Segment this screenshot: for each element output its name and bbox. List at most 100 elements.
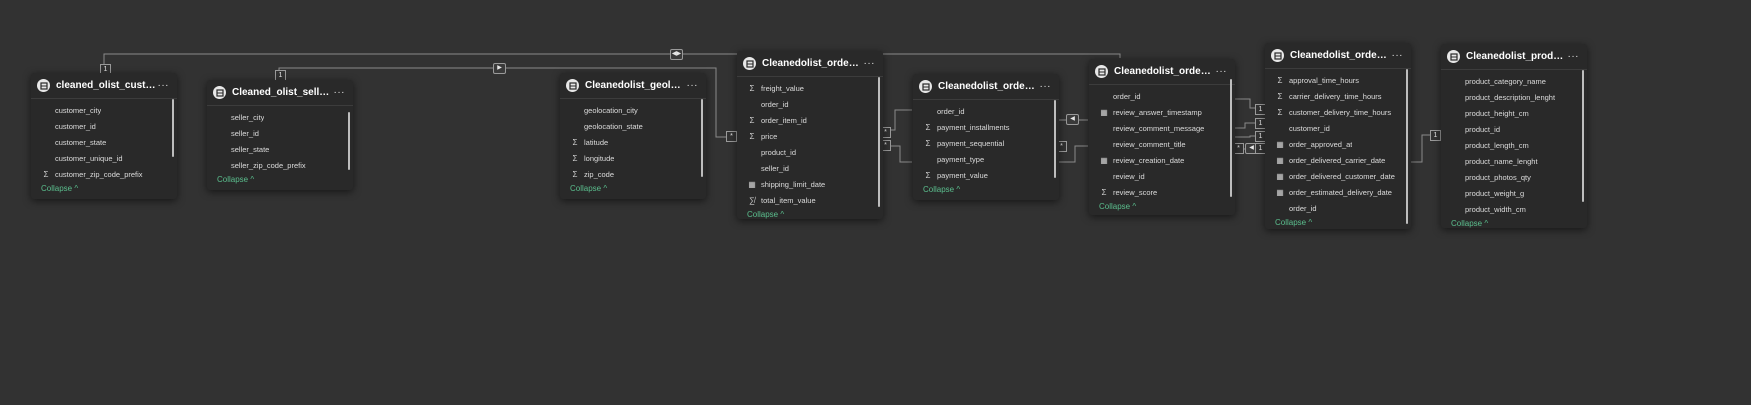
sum-icon: Σ	[749, 83, 755, 93]
field-row[interactable]: ·product_name_lenght	[1441, 153, 1587, 169]
field-row[interactable]: ·seller_zip_code_prefix	[207, 157, 353, 173]
bidirectional-filter-icon[interactable]: ◀▶	[670, 49, 683, 60]
scrollbar[interactable]	[1406, 69, 1408, 224]
field-row[interactable]: ·customer_id	[1265, 120, 1411, 136]
field-row[interactable]: ·seller_id	[207, 125, 353, 141]
table-card-order-reviews[interactable]: Cleanedolist_order_revi...····order_id▦r…	[1089, 59, 1235, 215]
more-options-button[interactable]: ···	[333, 87, 345, 98]
table-card-sellers[interactable]: Cleaned_olist_sellers_da...··· ·seller_ci…	[207, 80, 353, 190]
field-row[interactable]: ·payment_type	[913, 151, 1059, 167]
field-row[interactable]: ·seller_city	[207, 109, 353, 125]
table-header[interactable]: cleaned_olist_customer...···	[31, 73, 177, 99]
filter-direction-icon[interactable]: ▶	[493, 63, 506, 74]
more-options-button[interactable]: ···	[1567, 51, 1579, 62]
field-row[interactable]: ▦order_estimated_delivery_date	[1265, 184, 1411, 200]
scrollbar[interactable]	[1582, 70, 1584, 202]
collapse-button[interactable]: Collapse ^	[570, 184, 608, 193]
field-row[interactable]: ·customer_city	[31, 102, 177, 118]
field-row[interactable]: ▦review_answer_timestamp	[1089, 104, 1235, 120]
table-header[interactable]: Cleanedolist_order_pay...···	[913, 74, 1059, 100]
table-card-order-items[interactable]: Cleanedolist_order_item...···Σfreight_va…	[737, 51, 883, 219]
field-row[interactable]: ▦review_creation_date	[1089, 152, 1235, 168]
field-row[interactable]: ·customer_state	[31, 134, 177, 150]
field-row[interactable]: ·product_photos_qty	[1441, 169, 1587, 185]
more-options-button[interactable]: ···	[1391, 50, 1403, 61]
collapse-button[interactable]: Collapse ^	[41, 184, 79, 193]
field-row[interactable]: ·product_weight_g	[1441, 185, 1587, 201]
scrollbar[interactable]	[878, 77, 880, 207]
table-header[interactable]: Cleanedolist_order_revi...···	[1089, 59, 1235, 85]
table-card-geolocation[interactable]: Cleanedolist_geolocatio...··· ·geolocatio…	[560, 73, 706, 199]
scrollbar[interactable]	[348, 112, 350, 170]
table-header[interactable]: Cleaned_olist_sellers_da...···	[207, 80, 353, 106]
field-row[interactable]: ·product_description_lenght	[1441, 89, 1587, 105]
table-header[interactable]: Cleanedolist_orders_dat...···	[1265, 43, 1411, 69]
collapse-button[interactable]: Collapse ^	[747, 210, 785, 219]
field-row[interactable]: ▦order_delivered_customer_date	[1265, 168, 1411, 184]
field-row[interactable]: ▦order_approved_at	[1265, 136, 1411, 152]
scrollbar[interactable]	[172, 99, 174, 157]
collapse-button[interactable]: Collapse ^	[923, 185, 961, 194]
field-row[interactable]: ·product_id	[737, 144, 883, 160]
field-row[interactable]: ·order_id	[913, 103, 1059, 119]
scrollbar[interactable]	[1054, 100, 1056, 178]
field-row[interactable]: ·product_category_name	[1441, 73, 1587, 89]
field-row[interactable]: ·seller_state	[207, 141, 353, 157]
more-options-button[interactable]: ···	[157, 80, 169, 91]
field-row[interactable]: ·product_width_cm	[1441, 201, 1587, 217]
collapse-button[interactable]: Collapse ^	[217, 175, 255, 184]
table-card-customers[interactable]: cleaned_olist_customer...··· ·customer_ci…	[31, 73, 177, 199]
field-row[interactable]: ·geolocation_state	[560, 118, 706, 134]
field-row[interactable]: ·seller_id	[737, 160, 883, 176]
table-card-orders[interactable]: Cleanedolist_orders_dat...··· Σapproval_t…	[1265, 43, 1411, 229]
more-options-button[interactable]: ···	[1215, 66, 1227, 77]
table-header[interactable]: Cleanedolist_order_item...···	[737, 51, 883, 77]
field-row[interactable]: ·customer_id	[31, 118, 177, 134]
field-name: payment_installments	[937, 122, 1010, 132]
field-row[interactable]: ·review_id	[1089, 168, 1235, 184]
field-row[interactable]: ∑̸total_item_value	[737, 192, 883, 208]
sum-icon: Σ	[749, 115, 755, 125]
more-options-button[interactable]: ···	[1039, 81, 1051, 92]
field-row[interactable]: ·review_comment_message	[1089, 120, 1235, 136]
field-row[interactable]: ·order_id	[1265, 200, 1411, 216]
table-header[interactable]: Cleanedolist_geolocatio...···	[560, 73, 706, 99]
table-title: Cleanedolist_orders_dat...	[1290, 50, 1390, 61]
scrollbar[interactable]	[1230, 79, 1232, 197]
field-row[interactable]: ·order_id	[1089, 88, 1235, 104]
more-options-button[interactable]: ···	[686, 80, 698, 91]
field-row[interactable]: ▦shipping_limit_date	[737, 176, 883, 192]
field-row[interactable]: ·product_id	[1441, 121, 1587, 137]
field-row[interactable]: ·customer_unique_id	[31, 150, 177, 166]
table-header[interactable]: Cleanedolist_products_...···	[1441, 44, 1587, 70]
scrollbar[interactable]	[701, 99, 703, 177]
field-row[interactable]: ·order_id	[737, 96, 883, 112]
field-row[interactable]: ·product_length_cm	[1441, 137, 1587, 153]
filter-direction-icon[interactable]: ◀	[1066, 114, 1079, 125]
collapse-button[interactable]: Collapse ^	[1099, 202, 1137, 211]
table-card-products[interactable]: Cleanedolist_products_...··· ·product_cat…	[1441, 44, 1587, 228]
field-row[interactable]: ·product_height_cm	[1441, 105, 1587, 121]
collapse-button[interactable]: Collapse ^	[1275, 218, 1313, 227]
field-list: Σfreight_value·order_idΣorder_item_idΣpr…	[737, 77, 883, 208]
field-row[interactable]: ·review_comment_title	[1089, 136, 1235, 152]
more-options-button[interactable]: ···	[863, 58, 875, 69]
collapse-button[interactable]: Collapse ^	[1451, 219, 1489, 228]
field-row[interactable]: ·geolocation_city	[560, 102, 706, 118]
field-row[interactable]: ▦order_delivered_carrier_date	[1265, 152, 1411, 168]
table-card-order-payments[interactable]: Cleanedolist_order_pay...····order_idΣpa…	[913, 74, 1059, 200]
